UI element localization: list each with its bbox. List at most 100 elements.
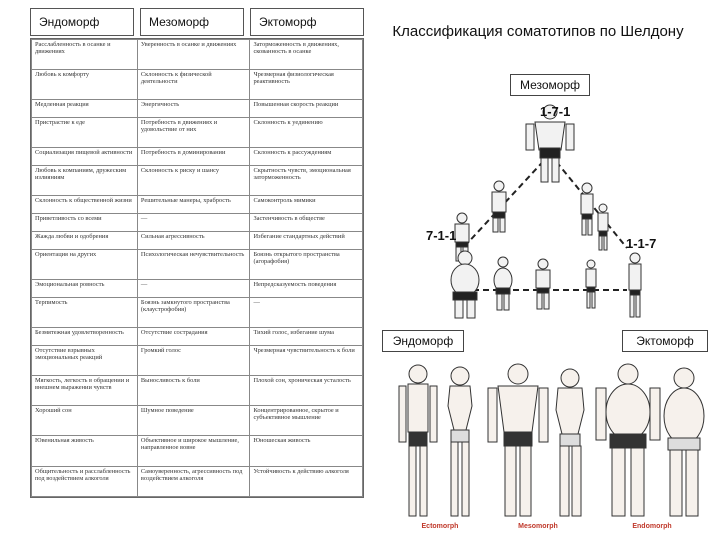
- table-cell: Шумное поведение: [136, 405, 251, 437]
- table-cell: Эмоциональная ровность: [31, 279, 138, 298]
- table-cell: —: [136, 213, 251, 232]
- table-row: Отсутствие взрывных эмоциональных реакци…: [31, 344, 363, 377]
- header-mesomorph: Мезоморф: [140, 8, 244, 36]
- table-cell: Скрытность чувств, эмоциональная затормо…: [249, 165, 363, 197]
- mesomorph-label: Мезоморф: [510, 74, 590, 96]
- mesomorph-woman-icon: [555, 368, 585, 517]
- table-cell: Плохой сон, хроническая усталость: [249, 374, 363, 407]
- ectomorph-figure-icon: [628, 252, 642, 318]
- somatotype-triangle-diagram: [450, 104, 642, 319]
- caption-endomorph: Endomorph: [632, 523, 671, 530]
- left-transition-figures-icon: [454, 180, 507, 262]
- ectomorph-woman-icon: [447, 366, 473, 517]
- table-cell: Юношеская живость: [249, 435, 363, 467]
- table-cell: Социализация пищевой активности: [31, 147, 138, 167]
- table-cell: Общительность и расслабленность под возд…: [31, 465, 138, 498]
- table-cell: Объективное и широкое мышление, направле…: [136, 435, 251, 467]
- table-cell: Мягкость, легкость в обращении и внешнем…: [31, 374, 138, 407]
- caption-ectomorph: Ectomorph: [422, 523, 459, 530]
- mesomorph-man-icon: [487, 363, 549, 517]
- table-cell: Застенчивость в обществе: [249, 213, 363, 232]
- header-ectomorph: Эктоморф: [250, 8, 364, 36]
- table-cell: Концентрированное, скрытое и субъективно…: [249, 405, 363, 437]
- table-cell: Ювенильная живость: [31, 435, 138, 467]
- table-cell: Медленная реакция: [31, 99, 138, 119]
- table-cell: Чрезмерная физиологическая реактивность: [249, 69, 363, 101]
- code-right: 1-1-7: [626, 236, 657, 251]
- table-cell: Потребность в доминировании: [136, 147, 251, 167]
- table-cell: Непредсказуемость поведения: [249, 279, 363, 298]
- table-cell: Любовь к компаниям, дружеским излияниям: [31, 165, 138, 197]
- table-row: Мягкость, легкость в обращении и внешнем…: [31, 374, 363, 407]
- table-cell: Тихий голос, избегание шума: [249, 327, 363, 346]
- table-cell: Отсутствие сострадания: [136, 327, 251, 346]
- table-cell: Заторможенность в движениях, скованность…: [249, 38, 363, 71]
- table-cell: Склонность к рассуждениям: [249, 147, 363, 167]
- bottom-transition-figures-icon: [493, 256, 597, 311]
- table-cell: Решительные манеры, храбрость: [136, 195, 251, 215]
- table-cell: —: [136, 279, 251, 298]
- right-transition-figures-icon: [580, 182, 609, 251]
- table-cell: Энергичность: [136, 99, 251, 119]
- table-row: Общительность и расслабленность под возд…: [31, 465, 363, 498]
- table-cell: Терпимость: [31, 296, 138, 329]
- table-cell: Склонность к уединению: [249, 117, 363, 149]
- ectomorph-label: Эктоморф: [622, 330, 708, 352]
- table-cell: Самоуверенность, агрессивность под возде…: [136, 465, 251, 498]
- mesomorph-figure-icon: [525, 104, 575, 183]
- caption-mesomorph: Mesomorph: [518, 523, 558, 530]
- endomorph-woman-icon: [663, 367, 705, 517]
- table-cell: Склонность к физической деятельности: [136, 69, 251, 101]
- table-cell: Отсутствие взрывных эмоциональных реакци…: [31, 344, 138, 377]
- code-left: 7-1-1: [426, 228, 457, 243]
- endomorph-man-icon: [595, 363, 661, 517]
- table-cell: Любовь к комфорту: [31, 69, 138, 101]
- table-cell: Расслабленность в осанке и движениях: [31, 38, 138, 71]
- table-cell: Избегание стандартных действий: [249, 231, 363, 250]
- table-cell: Боязнь замкнутого пространства (клаустро…: [136, 296, 251, 329]
- table-row: Эмоциональная ровность—Непредсказуемость…: [31, 279, 363, 298]
- ectomorph-man-icon: [398, 364, 438, 517]
- endomorph-label: Эндоморф: [382, 330, 464, 352]
- table-cell: Пристрастие к еде: [31, 117, 138, 149]
- table-cell: Боязнь открытого пространства (агорафоби…: [249, 248, 363, 281]
- table-cell: Жажда любви и одобрения: [31, 231, 138, 250]
- table-cell: Устойчивость к действию алкоголя: [249, 465, 363, 498]
- endomorph-figure-icon: [450, 250, 480, 319]
- page-title: Классификация соматотипов по Шелдону: [392, 23, 684, 40]
- table-row: Приветливость со всеми—Застенчивость в о…: [31, 213, 363, 232]
- code-top: 1-7-1: [540, 104, 571, 119]
- table-cell: Потребность в движениях и удовольствие о…: [136, 117, 251, 149]
- table-cell: —: [249, 296, 363, 329]
- body-types-illustration: Ectomorph Mesomorph Endomorph: [398, 363, 705, 530]
- table-cell: Громкий голос: [136, 344, 251, 377]
- table-cell: Самоконтроль мимики: [249, 195, 363, 215]
- table-cell: Выносливость к боли: [136, 374, 251, 407]
- table-cell: Психологическая нечувствительность: [136, 248, 251, 281]
- header-endomorph: Эндоморф: [30, 8, 134, 36]
- table-cell: Ориентация на других: [31, 248, 138, 281]
- table-cell: Чрезмерная чувствительность к боли: [249, 344, 363, 377]
- table-cell: Склонность к риску и шансу: [136, 165, 251, 197]
- table-cell: Склонность к обществен­ной жизни: [31, 195, 138, 215]
- table-cell: Приветливость со всеми: [31, 213, 138, 232]
- table-cell: Уверенность в осанке и движениях: [136, 38, 251, 71]
- table-cell: Хороший сон: [31, 405, 138, 437]
- table-cell: Повышенная скорость реакции: [249, 99, 363, 119]
